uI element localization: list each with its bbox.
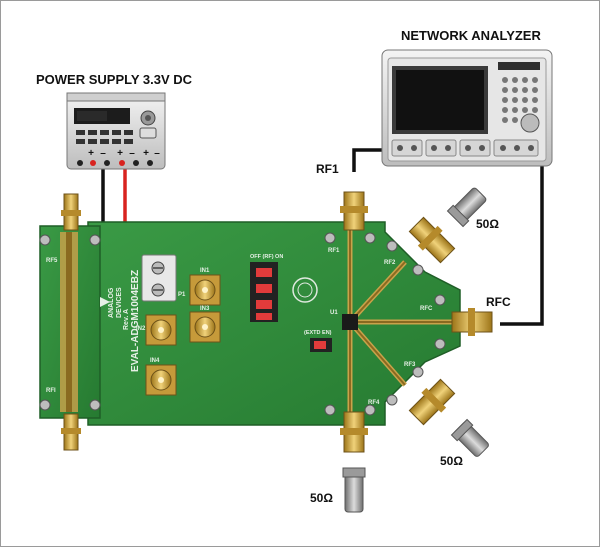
- terminal-label: –: [100, 148, 106, 159]
- terminal-label: +: [117, 148, 123, 159]
- power-supply-label: POWER SUPPLY 3.3V DC: [36, 72, 193, 87]
- connector-label-rfc: RFC: [420, 306, 433, 312]
- rfc-port-label: RFC: [486, 295, 511, 309]
- rf1-coax-cable: [352, 148, 382, 172]
- power-supply: + – + – + –: [66, 92, 166, 170]
- terminator-top-right: [446, 187, 487, 228]
- connector-label-rf1: RF1: [328, 248, 340, 254]
- terminal-label: –: [154, 148, 160, 159]
- connector-label-rf3: RF3: [404, 362, 416, 368]
- connector-label-rf5: RF5: [46, 258, 58, 264]
- sma-connector-rfc: [451, 308, 493, 336]
- board-revision: Rev. A: [123, 309, 130, 330]
- connector-label-rfi: RFI: [46, 388, 56, 394]
- brand-line-1: ANALOG: [108, 287, 115, 318]
- connector-label-in3: IN3: [200, 306, 210, 312]
- network-analyzer-knob: [520, 113, 540, 133]
- terminal-block: [141, 254, 177, 302]
- brand-line-2: DEVICES: [116, 287, 123, 318]
- rf1-port-label: RF1: [316, 162, 339, 176]
- terminators: [342, 187, 489, 513]
- sma-connector-rf3: [408, 378, 456, 426]
- termination-label-top-right: 50Ω: [476, 217, 499, 231]
- sma-connector-rf4: [340, 411, 368, 453]
- network-analyzer-ports: [391, 139, 539, 157]
- terminal-label: +: [88, 148, 94, 159]
- sma-connector: [61, 413, 81, 451]
- switch-ic: [342, 314, 358, 330]
- connector-label-in1: IN1: [200, 268, 210, 274]
- ext-enable-label: (EXTD EN): [304, 330, 332, 336]
- network-analyzer-keypad: [502, 77, 538, 123]
- sma-connector: [61, 193, 81, 231]
- termination-label-bottom-right: 50Ω: [440, 454, 463, 468]
- sma-connector-rf2: [408, 216, 456, 264]
- connector-label-in4: IN4: [150, 358, 160, 364]
- terminal-post: [77, 160, 83, 166]
- pcb: [87, 221, 461, 426]
- network-analyzer-label: NETWORK ANALYZER: [401, 28, 541, 43]
- connector-label-u1: U1: [330, 310, 338, 316]
- connector-label-p1: P1: [178, 292, 186, 298]
- sma-connector-rf1: [340, 191, 368, 231]
- terminator-bottom: [342, 467, 366, 513]
- rfc-coax-cable: [500, 166, 544, 326]
- connector-label-rf2: RF2: [384, 260, 396, 266]
- jumper-block: [250, 262, 332, 352]
- power-supply-top: [66, 92, 166, 102]
- board-model: EVAL-ADGM1004EBZ: [130, 270, 141, 372]
- in-connectors: [145, 274, 221, 396]
- terminal-label: –: [129, 148, 135, 159]
- board-logo: [292, 277, 318, 303]
- terminator-bottom-right: [450, 418, 489, 457]
- evaluation-board: ANALOG DEVICES EVAL-ADGM1004EBZ Rev. A R…: [39, 221, 461, 426]
- mounting-screws: [39, 232, 446, 416]
- jumper-header-label: OFF (RF) ON: [250, 254, 283, 260]
- connector-label-rf4: RF4: [368, 400, 380, 406]
- terminal-label: +: [143, 148, 149, 159]
- termination-label-bottom: 50Ω: [310, 491, 333, 505]
- connector-label-in2: IN2: [136, 326, 146, 332]
- adi-logo-icon: [100, 297, 110, 307]
- sma-connectors: [61, 191, 493, 453]
- network-analyzer: [381, 49, 553, 167]
